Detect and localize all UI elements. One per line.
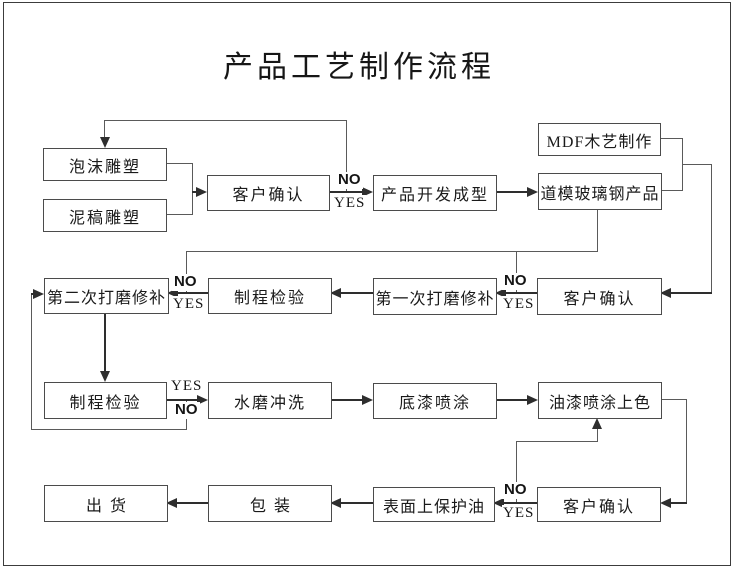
flow-node-fiberglass-product: 道模玻璃钢产品 bbox=[538, 173, 662, 210]
arrowhead-right-icon bbox=[362, 395, 373, 405]
flow-line bbox=[330, 399, 363, 401]
flow-line bbox=[671, 502, 687, 504]
flow-node-process-inspect-mid: 制程检验 bbox=[208, 278, 332, 314]
connector-line bbox=[597, 429, 598, 442]
connector-line bbox=[165, 214, 193, 215]
decision-yes-label: YES bbox=[502, 296, 536, 313]
flow-node-first-polish: 第一次打磨修补 bbox=[373, 278, 497, 315]
connector-line bbox=[516, 441, 598, 442]
arrowhead-left-icon bbox=[330, 498, 341, 508]
connector-line bbox=[516, 442, 517, 503]
flow-line bbox=[341, 502, 373, 504]
connector-line bbox=[165, 163, 193, 164]
flow-node-water-wash: 水磨冲洗 bbox=[208, 382, 332, 419]
arrowhead-up-icon bbox=[592, 418, 602, 429]
flow-line bbox=[177, 502, 208, 504]
flow-line bbox=[192, 191, 197, 193]
flow-line bbox=[671, 292, 712, 294]
arrowhead-right-icon bbox=[527, 395, 538, 405]
flow-node-customer-confirm-2: 客户确认 bbox=[537, 278, 662, 315]
connector-line bbox=[516, 251, 517, 293]
decision-yes-label: YES bbox=[333, 195, 367, 212]
flow-node-paint-color: 油漆喷涂上色 bbox=[538, 382, 662, 419]
decision-yes-label: YES bbox=[502, 505, 536, 522]
connector-line bbox=[192, 163, 193, 215]
arrowhead-down-icon bbox=[100, 137, 110, 148]
flow-line bbox=[504, 502, 537, 504]
page-title: 产品工艺制作流程 bbox=[223, 51, 495, 84]
connector-line bbox=[31, 294, 32, 430]
arrowhead-left-icon bbox=[660, 498, 671, 508]
arrowhead-down-icon bbox=[100, 371, 110, 382]
flow-line bbox=[495, 399, 528, 401]
connector-line bbox=[686, 399, 687, 503]
flow-line bbox=[165, 399, 198, 401]
connector-line bbox=[31, 429, 187, 430]
arrowhead-left-icon bbox=[495, 288, 506, 298]
flow-node-foam-sculpture: 泡沫雕塑 bbox=[43, 148, 167, 181]
arrowhead-left-icon bbox=[166, 498, 177, 508]
flow-node-customer-confirm-3: 客户确认 bbox=[537, 487, 661, 522]
flow-node-customer-confirm-1: 客户确认 bbox=[207, 175, 330, 211]
connector-line bbox=[104, 120, 347, 121]
flow-node-primer-spray: 底漆喷涂 bbox=[373, 383, 497, 419]
flow-line bbox=[506, 292, 537, 294]
flow-node-ship: 出货 bbox=[44, 485, 168, 522]
connector-line bbox=[660, 190, 683, 191]
arrowhead-right-icon bbox=[33, 289, 44, 299]
arrowhead-left-icon bbox=[167, 288, 178, 298]
arrowhead-left-icon bbox=[660, 288, 671, 298]
connector-line bbox=[104, 121, 105, 138]
connector-line bbox=[597, 208, 598, 252]
arrowhead-left-icon bbox=[493, 498, 504, 508]
arrowhead-right-icon bbox=[197, 395, 208, 405]
flow-node-product-develop: 产品开发成型 bbox=[373, 175, 497, 211]
page-border bbox=[3, 2, 731, 566]
arrowhead-right-icon bbox=[196, 187, 207, 197]
flow-line bbox=[328, 191, 363, 193]
flow-node-second-polish: 第二次打磨修补 bbox=[44, 278, 169, 314]
decision-yes-label: YES bbox=[172, 296, 206, 313]
arrowhead-left-icon bbox=[330, 288, 341, 298]
flow-line bbox=[104, 312, 106, 372]
flow-node-pack: 包装 bbox=[208, 485, 332, 522]
flow-node-mdf-woodcraft: MDF木艺制作 bbox=[538, 123, 661, 156]
flow-line bbox=[495, 191, 528, 193]
decision-no-label: NO bbox=[502, 272, 529, 290]
decision-no-label: NO bbox=[502, 481, 529, 499]
flow-line bbox=[341, 292, 373, 294]
connector-line bbox=[346, 120, 347, 191]
connector-line bbox=[186, 251, 598, 252]
decision-yes-label: YES bbox=[170, 378, 204, 395]
flow-node-protective-oil: 表面上保护油 bbox=[373, 487, 495, 522]
connector-line bbox=[711, 164, 712, 294]
connector-line bbox=[660, 399, 687, 400]
flow-line bbox=[178, 292, 208, 294]
arrowhead-right-icon bbox=[527, 187, 538, 197]
connector-line bbox=[682, 164, 712, 165]
decision-no-label: NO bbox=[172, 273, 199, 291]
connector-line bbox=[186, 251, 187, 293]
flow-node-clay-sculpture: 泥稿雕塑 bbox=[43, 199, 167, 232]
flow-node-process-inspect-low: 制程检验 bbox=[44, 382, 167, 419]
arrowhead-right-icon bbox=[362, 187, 373, 197]
decision-no-label: NO bbox=[173, 401, 200, 419]
connector-line bbox=[659, 138, 683, 139]
decision-no-label: NO bbox=[336, 171, 363, 189]
